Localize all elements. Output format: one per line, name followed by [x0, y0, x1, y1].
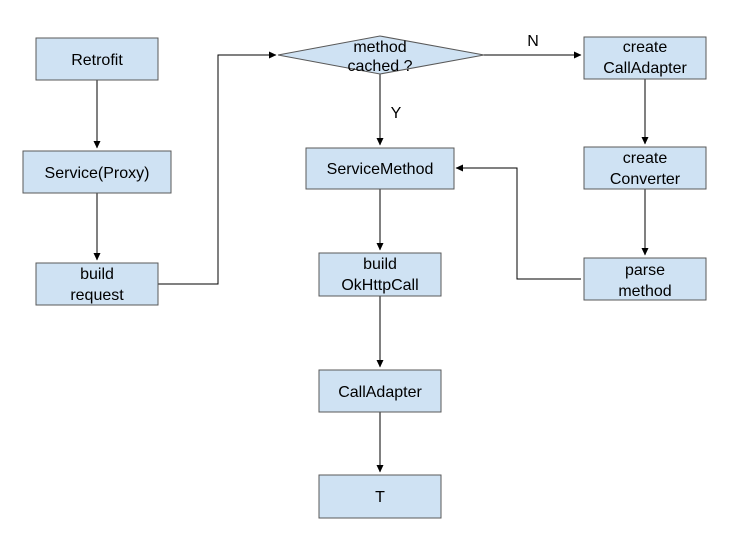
edge-parse-to-servicemethod — [455, 164, 581, 280]
node-create-calladapter: create CallAdapter — [583, 36, 707, 80]
node-label-line-1: method — [353, 39, 406, 56]
node-t: T — [318, 474, 442, 519]
node-label: Retrofit — [71, 52, 123, 69]
node-servicemethod: ServiceMethod — [305, 147, 455, 190]
node-box — [35, 262, 159, 306]
node-retrofit: Retrofit — [35, 37, 159, 81]
node-label: Service(Proxy) — [45, 165, 150, 182]
node-label-line-1: build — [80, 266, 114, 283]
node-calladapter: CallAdapter — [318, 369, 442, 413]
node-box — [35, 37, 159, 81]
node-box — [583, 36, 707, 80]
node-box — [583, 146, 707, 190]
node-label-line-2: OkHttpCall — [341, 277, 418, 294]
node-box — [318, 474, 442, 519]
node-label-line-1: parse — [625, 262, 665, 279]
node-label: ServiceMethod — [327, 161, 434, 178]
node-label-line-2: cached ? — [348, 58, 413, 75]
node-build-okhttpcall: build OkHttpCall — [318, 252, 442, 297]
node-box — [583, 257, 707, 301]
node-parse-method: parse method — [583, 257, 707, 301]
node-build-request: build request — [35, 262, 159, 306]
edges — [93, 51, 649, 473]
node-box — [318, 369, 442, 413]
edge-label-no: N — [527, 33, 539, 50]
node-label-line-1: create — [623, 150, 668, 167]
edge-build-request-to-decision — [158, 51, 277, 285]
node-label-line-2: method — [618, 283, 671, 300]
node-create-converter: create Converter — [583, 146, 707, 190]
decision-diamond — [277, 35, 485, 75]
edge-label-yes: Y — [391, 105, 402, 122]
node-label-line-2: request — [70, 287, 124, 304]
node-box — [22, 150, 172, 194]
node-service-proxy: Service(Proxy) — [22, 150, 172, 194]
node-label-line-2: CallAdapter — [603, 60, 687, 77]
node-label: T — [375, 489, 385, 506]
node-label-line-1: create — [623, 39, 668, 56]
node-box — [305, 147, 455, 190]
node-box — [318, 252, 442, 297]
node-label-line-2: Converter — [610, 171, 681, 188]
node-label: CallAdapter — [338, 384, 422, 401]
node-label-line-1: build — [363, 256, 397, 273]
node-method-cached-decision: method cached ? — [277, 35, 485, 75]
